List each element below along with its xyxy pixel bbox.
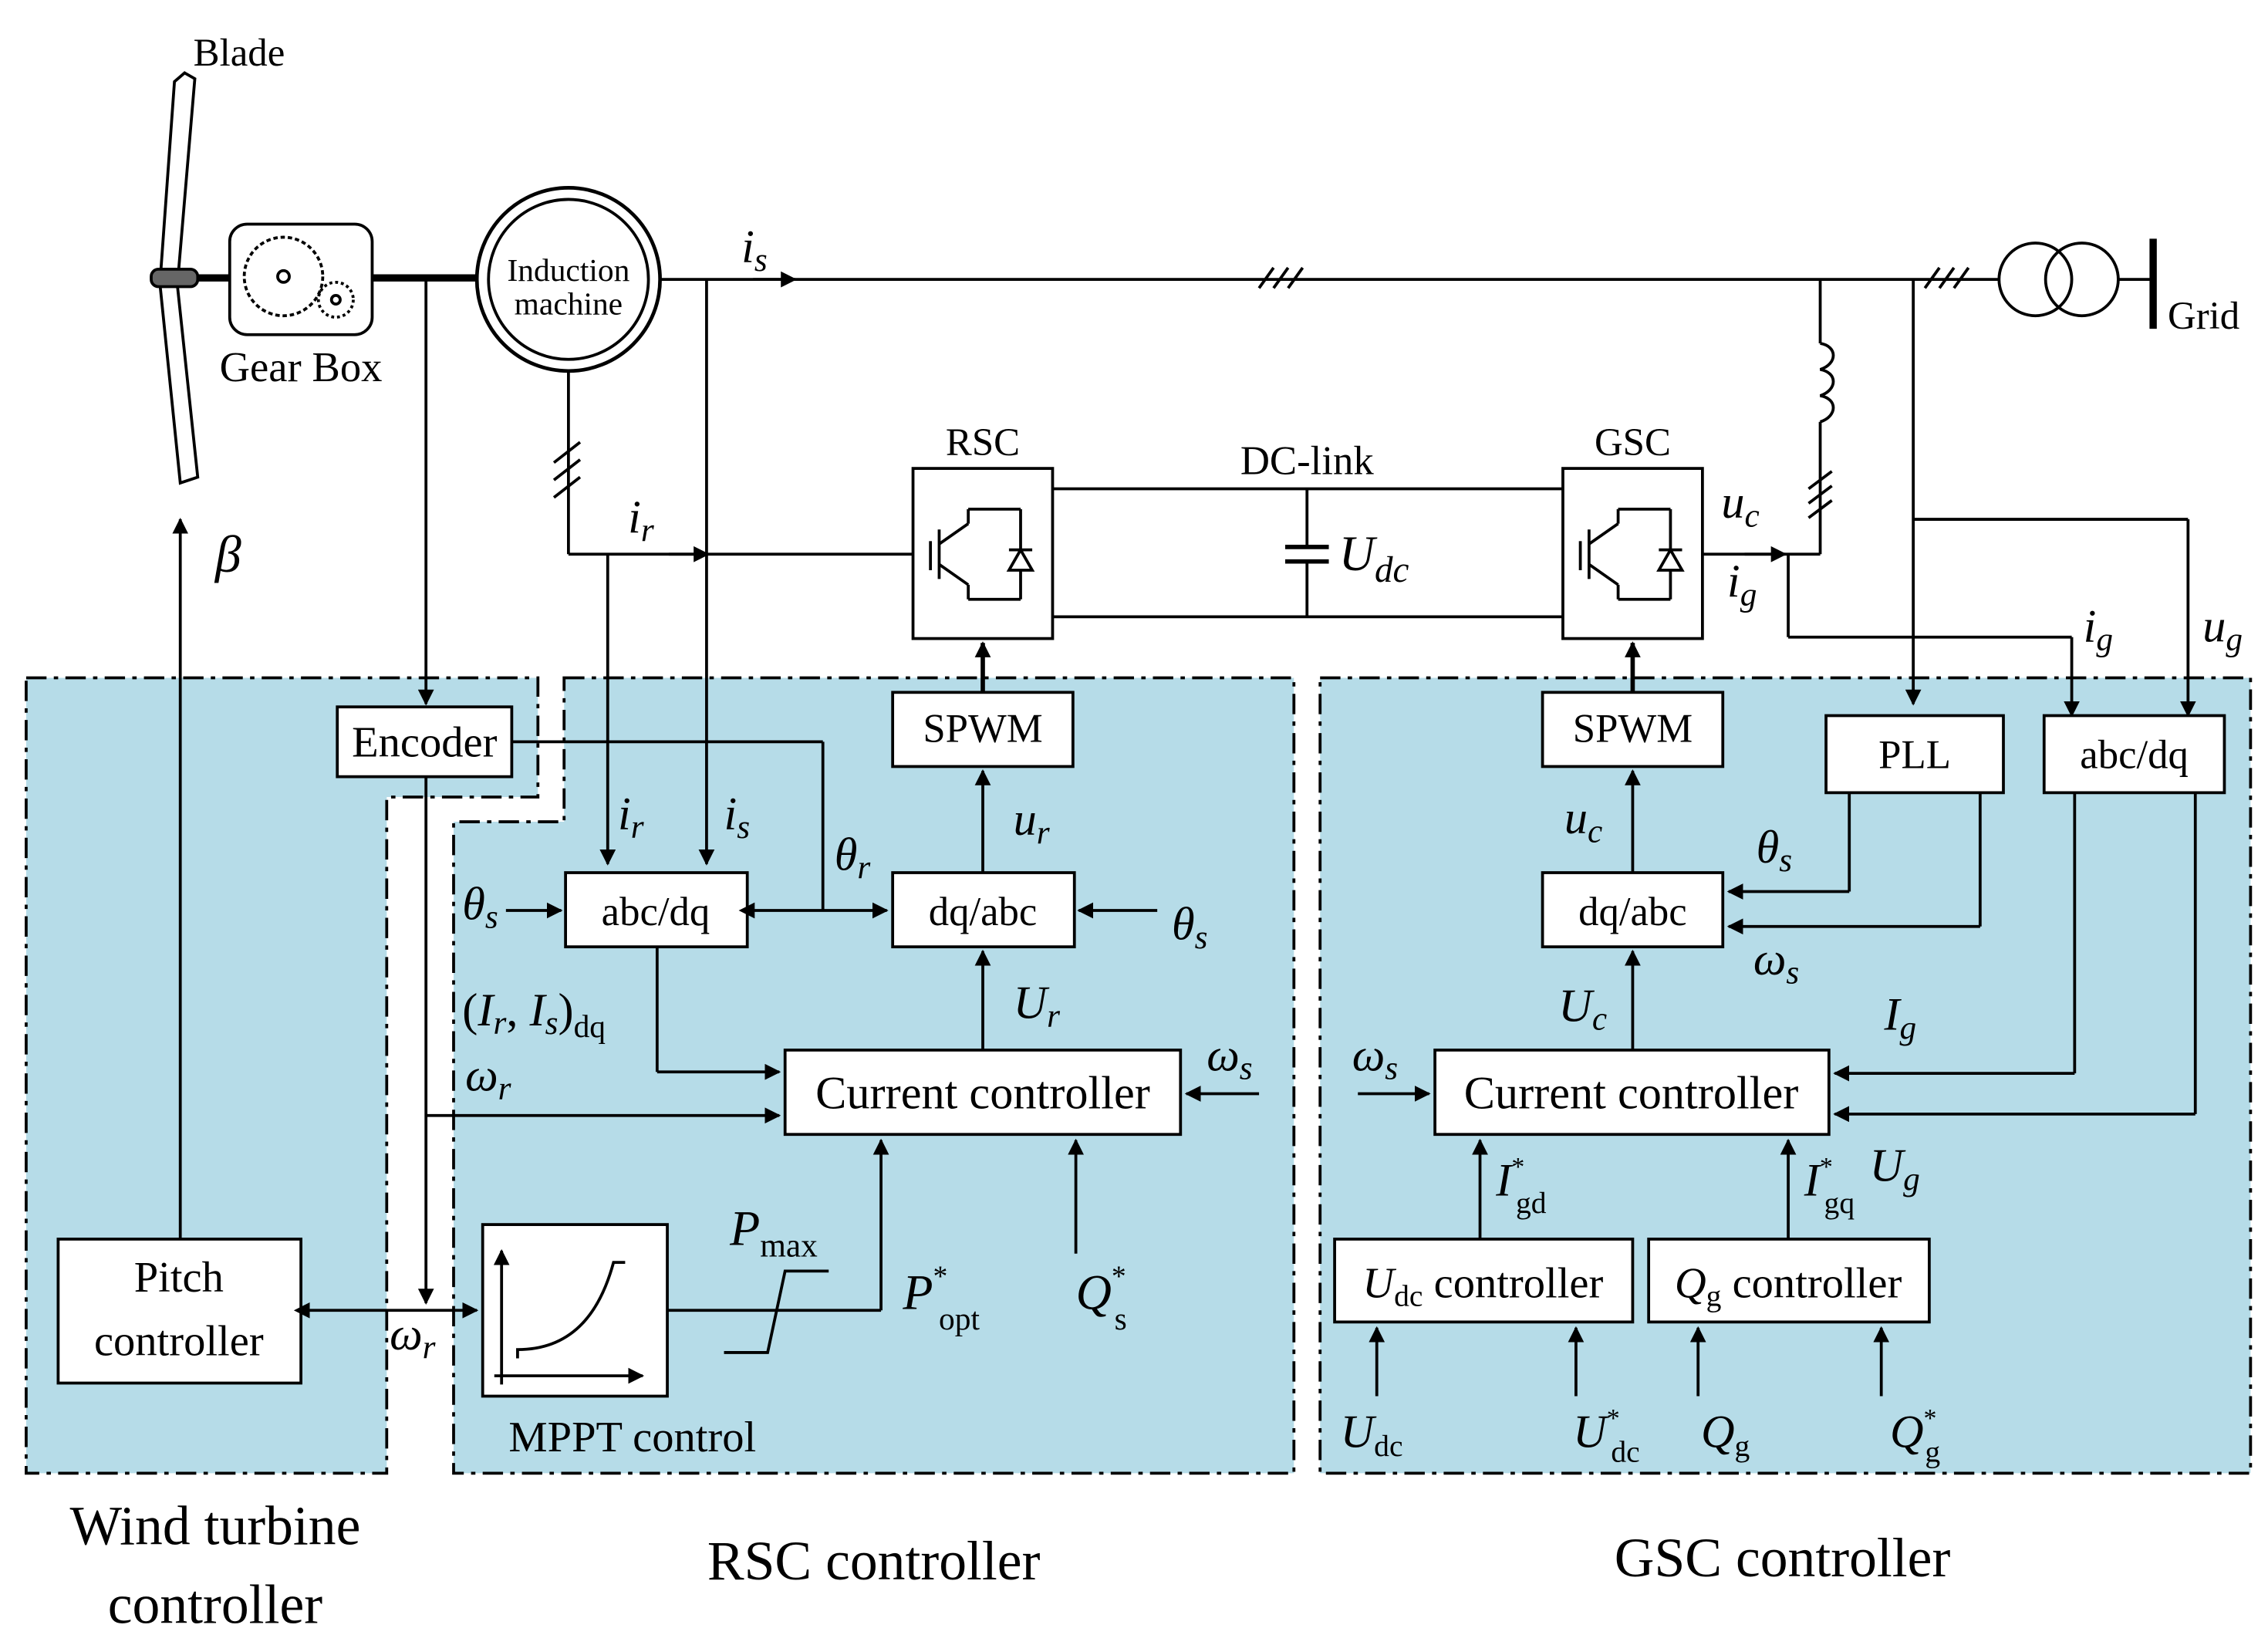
ug-measure-label: ug	[2202, 600, 2243, 657]
rsc-abcdq-text: abc/dq	[602, 890, 710, 934]
gsc-omega-s-below-label: ωs	[1753, 934, 1799, 991]
rsc-dqabc-text: dq/abc	[929, 890, 1038, 934]
ur-label: ur	[1014, 794, 1050, 851]
rsc-theta-s-right-label: θs	[1172, 899, 1208, 956]
dclink-label: DC-link	[1240, 439, 1375, 484]
rsc-omega-s-label: ωs	[1207, 1029, 1252, 1086]
irs-dq-label: (Ir, Is)dq	[462, 985, 606, 1044]
labels: Blade Gear Box Induction machine Grid RS…	[69, 32, 2243, 1635]
wind-turbine-caption-2: controller	[108, 1574, 323, 1635]
mppt-block	[481, 1223, 669, 1398]
grid-label: Grid	[2168, 295, 2239, 338]
rsc-current-controller-text: Current controller	[815, 1067, 1150, 1119]
pitch-angle-symbol: β	[214, 525, 241, 583]
qg-controller-text: Qg controller	[1675, 1259, 1902, 1312]
machine-label-2: machine	[515, 285, 623, 321]
transformer-icon	[1997, 242, 2120, 318]
gsc-omega-s-left-label: ωs	[1352, 1029, 1398, 1086]
omega-r-mppt-label: ωr	[390, 1309, 436, 1366]
udc-input-label: Udc	[1341, 1406, 1403, 1462]
pitch-controller-block	[56, 1238, 302, 1385]
rsc-controller-caption: RSC controller	[707, 1531, 1041, 1592]
gsc-spwm-text: SPWM	[1573, 706, 1693, 751]
rsc-converter-icon	[911, 467, 1055, 640]
pitch-text-2: controller	[94, 1318, 264, 1366]
igd-ref-label: I*gd	[1495, 1153, 1547, 1220]
theta-r-label: θr	[835, 829, 871, 886]
udc-label: Udc	[1339, 526, 1409, 590]
qg-input-label: Qg	[1701, 1406, 1750, 1462]
igq-ref-label: I*gq	[1804, 1153, 1855, 1220]
udc-ref-label: U*dc	[1573, 1404, 1640, 1468]
gsc-dqabc-text: dq/abc	[1578, 890, 1687, 934]
udc-controller-block	[1333, 1238, 1635, 1324]
machine-label-1: Induction	[507, 252, 629, 288]
rsc-omega-r-label: ωr	[465, 1050, 511, 1107]
blade-icon	[150, 71, 200, 485]
rsc-label: RSC	[946, 421, 1020, 464]
rsc-dqabc-block	[891, 871, 1076, 949]
induction-machine-icon	[474, 186, 662, 373]
Ig-label: Ig	[1883, 989, 1916, 1046]
gsc-abcdq-text: abc/dq	[2080, 732, 2189, 777]
gsc-current-controller-block	[1433, 1049, 1831, 1137]
gsc-current-controller-text: Current controller	[1464, 1067, 1799, 1119]
rsc-current-controller-block	[783, 1049, 1183, 1137]
rsc-spwm-text: SPWM	[923, 706, 1042, 751]
pitch-text-1: Pitch	[134, 1254, 224, 1302]
pmax-label: Pmax	[729, 1201, 818, 1264]
gsc-dqabc-block	[1541, 871, 1725, 949]
pll-block	[1824, 714, 2005, 795]
popt-label: P*opt	[902, 1260, 980, 1336]
gearbox-label: Gear Box	[220, 343, 383, 390]
is-stator-current-label: is	[741, 221, 768, 278]
power-section	[150, 71, 2196, 1239]
Ur-label: Ur	[1014, 977, 1061, 1034]
wind-turbine-caption-1: Wind turbine	[69, 1496, 360, 1557]
gearbox-icon	[228, 222, 374, 336]
Uc-label: Uc	[1558, 980, 1607, 1037]
Ug-label: Ug	[1870, 1140, 1920, 1197]
gsc-theta-s-label: θs	[1757, 822, 1793, 879]
gsc-uc-label: uc	[1564, 792, 1602, 850]
uc-output-label: uc	[1721, 477, 1759, 534]
rsc-abcdq-block	[564, 871, 749, 949]
rsc-theta-s-left-label: θs	[462, 878, 498, 935]
ig-measure-label: ig	[2084, 600, 2113, 657]
mppt-curve-icon	[493, 1248, 645, 1385]
gsc-abcdq-block	[2042, 714, 2226, 795]
control-section	[56, 641, 2226, 1398]
filter-inductor-icon	[1819, 342, 1835, 424]
pll-text: PLL	[1878, 732, 1951, 777]
qs-ref-label: Q*s	[1076, 1260, 1127, 1336]
qg-ref-label: Q*g	[1890, 1404, 1940, 1468]
mppt-text: MPPT control	[508, 1414, 756, 1461]
gsc-converter-icon	[1561, 467, 1704, 640]
ig-output-label: ig	[1727, 556, 1757, 613]
udc-controller-text: Udc controller	[1362, 1259, 1603, 1312]
limiter-icon	[724, 1269, 829, 1354]
gsc-controller-caption: GSC controller	[1615, 1528, 1951, 1589]
rsc-spwm-block	[891, 691, 1075, 768]
rsc-is-label: is	[724, 788, 751, 845]
rsc-ir-label: ir	[618, 788, 644, 845]
ir-rotor-current-label: ir	[628, 491, 654, 549]
blade-label: Blade	[194, 32, 285, 75]
gsc-label: GSC	[1595, 421, 1671, 464]
encoder-text: Encoder	[352, 718, 497, 766]
